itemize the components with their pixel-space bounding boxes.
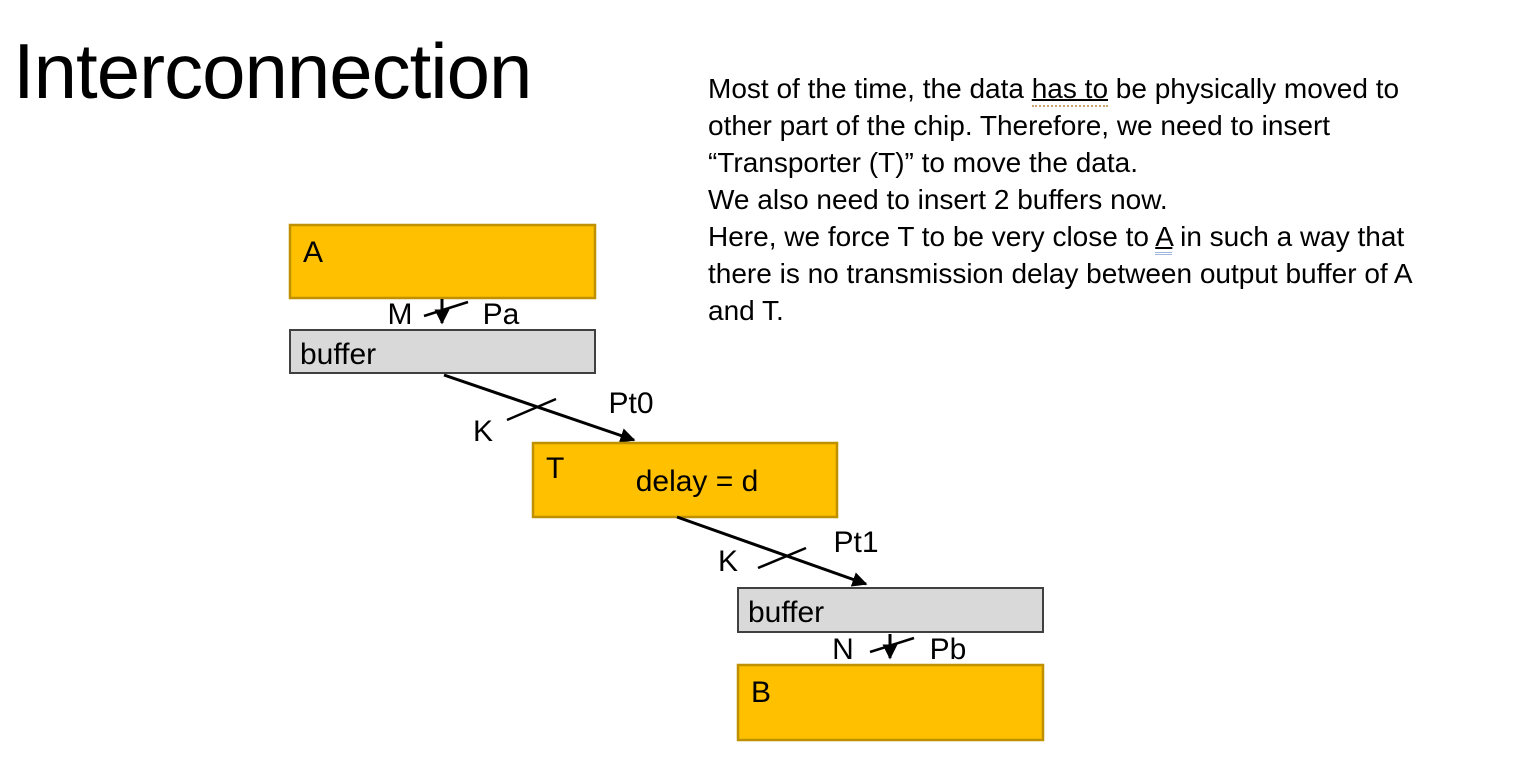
block-a-label: A <box>303 236 323 269</box>
block-t <box>531 441 839 519</box>
text-line-2: other part of the chip. Therefore, we ne… <box>708 110 1331 141</box>
arrow-t-to-buffer <box>676 515 868 587</box>
edge-label-pt1: Pt1 <box>833 526 878 559</box>
block-a <box>288 223 597 300</box>
description-text: Most of the time, the data has to be phy… <box>708 70 1413 329</box>
edge-label-pb: Pb <box>930 633 967 666</box>
block-buffer-top-label: buffer <box>300 338 376 371</box>
page-title: Interconnection <box>13 27 532 115</box>
block-b <box>736 663 1045 742</box>
grammar-underlined-text: A <box>1155 221 1173 255</box>
bus-width-tick-4 <box>869 636 915 654</box>
block-buffer-bottom-label: buffer <box>748 596 824 629</box>
block-b-label: B <box>751 676 771 709</box>
block-t-sublabel: delay = d <box>636 465 759 498</box>
text-line-7: and T. <box>708 295 784 326</box>
text-segment: in such a way that <box>1172 221 1405 252</box>
bus-width-tick-3 <box>757 546 807 570</box>
text-line-1: Most of the time, the data has to be phy… <box>708 70 1413 107</box>
text-segment: Most of the time, the data <box>708 73 1032 104</box>
block-buffer-bottom <box>737 587 1044 633</box>
block-buffer-top <box>289 329 596 374</box>
edge-label-k-top: K <box>473 415 493 448</box>
edge-label-n: N <box>832 633 854 666</box>
text-segment: Here, we force T to be very close to <box>708 221 1156 252</box>
text-line-5: Here, we force T to be very close to A i… <box>708 218 1413 255</box>
text-segment: be physically moved to <box>1108 73 1400 104</box>
bus-width-tick-1 <box>423 300 469 318</box>
text-line-6: there is no transmission delay between o… <box>708 258 1413 289</box>
text-line-4: We also need to insert 2 buffers now. <box>708 184 1168 215</box>
edge-label-k-bottom: K <box>718 545 738 578</box>
block-t-label: T <box>546 452 564 485</box>
text-line-3: “Transporter (T)” to move the data. <box>708 147 1138 178</box>
spellcheck-underlined-text: has to <box>1031 73 1109 107</box>
edge-label-pt0: Pt0 <box>608 387 653 420</box>
edge-label-m: M <box>388 298 413 331</box>
edge-label-pa: Pa <box>483 298 520 331</box>
bus-width-tick-2 <box>506 397 557 422</box>
